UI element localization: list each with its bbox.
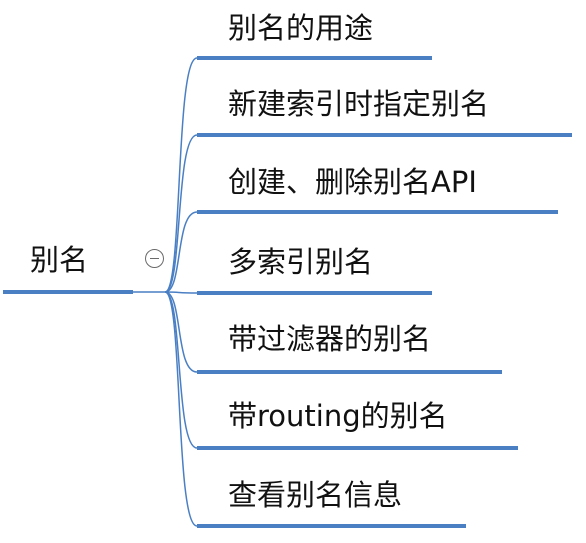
branch-connector <box>164 291 198 449</box>
branch-connector <box>164 291 198 294</box>
branch-label-alias-on-index-create: 新建索引时指定别名 <box>228 87 490 121</box>
branch-label-view-alias-info: 查看别名信息 <box>228 478 403 512</box>
branch-lines <box>164 56 572 528</box>
branch-connector <box>164 291 198 373</box>
root-node-label: 别名 <box>30 243 89 277</box>
branch-label-create-delete-alias-api: 创建、删除别名API <box>228 165 477 199</box>
branch-connector <box>164 57 198 293</box>
minus-circle-icon[interactable] <box>145 249 164 268</box>
branch-connector <box>164 211 198 293</box>
branch-label-routing-alias: 带routing的别名 <box>228 399 448 433</box>
branch-label-alias-purpose: 别名的用途 <box>228 11 374 45</box>
branch-label-filtered-alias: 带过滤器的别名 <box>228 322 432 356</box>
branch-connector <box>164 291 198 527</box>
branch-label-multi-index-alias: 多索引别名 <box>228 245 374 279</box>
branch-connector <box>164 134 198 293</box>
